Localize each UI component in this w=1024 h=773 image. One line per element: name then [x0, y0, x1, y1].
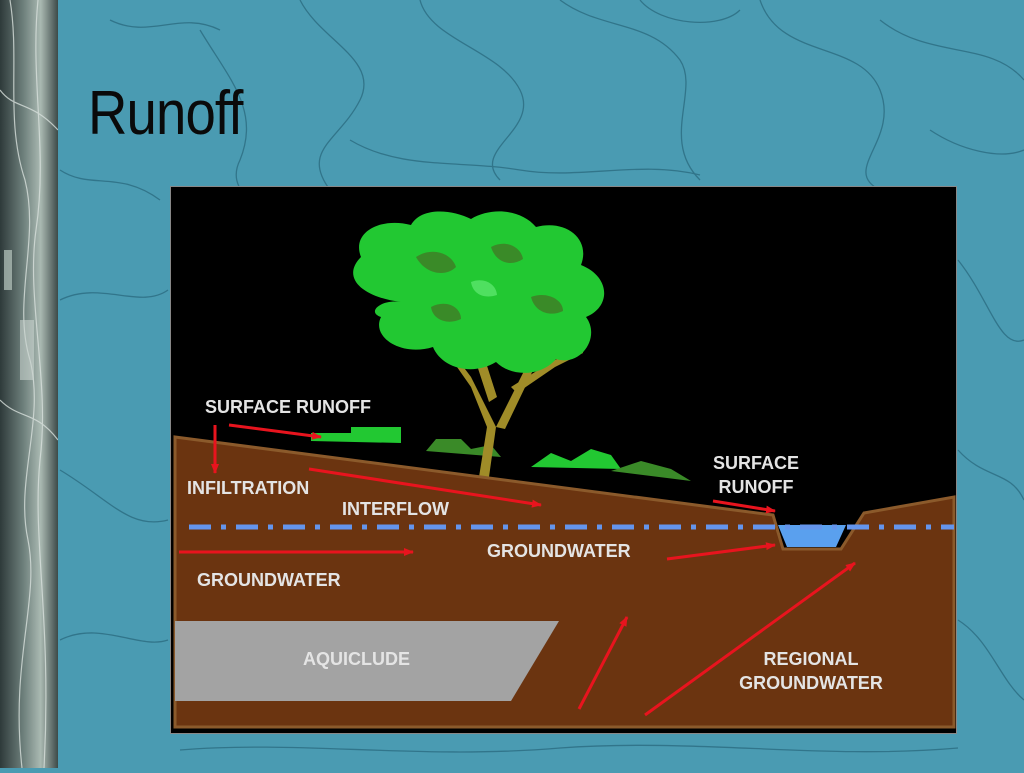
- label-aquiclude: AQUICLUDE: [303, 647, 410, 671]
- label-surface-runoff: SURFACE RUNOFF: [205, 395, 371, 419]
- label-surface-runoff-stream-line1: SURFACE: [701, 451, 811, 475]
- label-regional-groundwater: REGIONAL GROUNDWATER: [716, 647, 906, 695]
- arrow-surface-runoff: [229, 425, 321, 437]
- label-infiltration: INFILTRATION: [187, 476, 309, 500]
- map-texture-strip: [0, 0, 58, 768]
- label-surface-runoff-stream-line2: RUNOFF: [701, 475, 811, 499]
- slide-title: Runoff: [88, 78, 242, 149]
- label-interflow: INTERFLOW: [342, 497, 449, 521]
- label-groundwater-right: GROUNDWATER: [487, 539, 631, 563]
- label-groundwater-left: GROUNDWATER: [197, 568, 341, 592]
- runoff-diagram: SURFACE RUNOFF INFILTRATION INTERFLOW SU…: [170, 186, 957, 734]
- label-surface-runoff-stream: SURFACE RUNOFF: [701, 451, 811, 499]
- label-regional-groundwater-line2: GROUNDWATER: [716, 671, 906, 695]
- label-regional-groundwater-line1: REGIONAL: [716, 647, 906, 671]
